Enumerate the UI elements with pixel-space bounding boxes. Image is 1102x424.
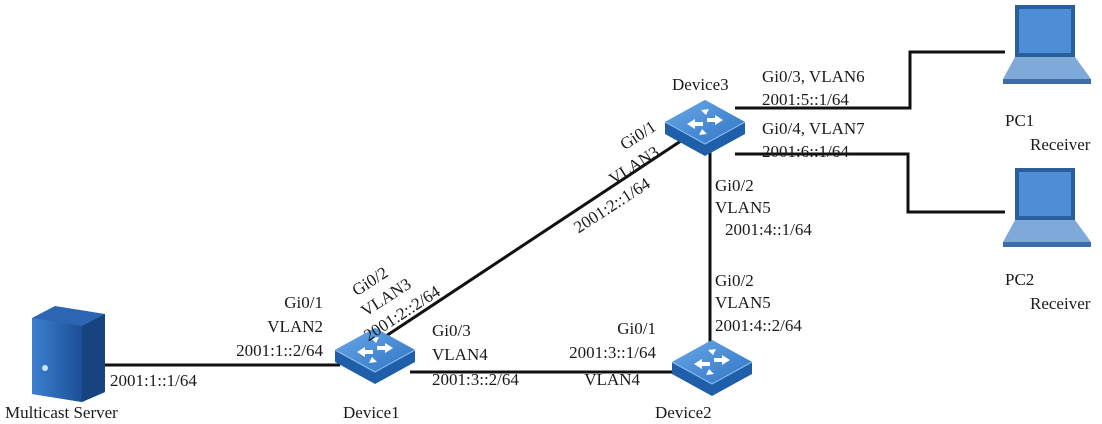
link-device3-pc1 [735, 50, 1005, 110]
pc1-laptop-icon [1003, 5, 1091, 84]
d1-server-port: Gi0/1 [284, 293, 323, 312]
pc2-laptop-icon [1003, 168, 1091, 247]
pc2-name: PC2 [1005, 270, 1034, 289]
device3-label: Device3 [672, 75, 729, 94]
device1-label: Device1 [343, 403, 400, 422]
link-device1-device3 [379, 123, 706, 342]
d3-pc2-ip: 2001:6::1/64 [762, 142, 849, 161]
d3-d2-ip: 2001:4::1/64 [725, 220, 812, 239]
d1-d2-vlan: VLAN4 [432, 345, 488, 364]
d2-d3-port: Gi0/2 [715, 271, 754, 290]
d2-d1-vlan: VLAN4 [584, 370, 640, 389]
pc1-role: Receiver [1030, 135, 1091, 154]
d3-d2-port: Gi0/2 [715, 176, 754, 195]
device2-label: Device2 [655, 403, 712, 422]
d3-pc1-port-vlan: Gi0/3, VLAN6 [762, 67, 865, 86]
d1-d2-port: Gi0/3 [432, 321, 471, 340]
server-label: Multicast Server [5, 403, 118, 422]
d1-server-ip: 2001:1::2/64 [236, 341, 323, 360]
server-icon [32, 306, 105, 402]
d3-pc1-ip: 2001:5::1/64 [762, 90, 849, 109]
d1-d2-ip: 2001:3::2/64 [432, 370, 519, 389]
d2-d3-vlan: VLAN5 [715, 293, 771, 312]
link-device3-pc2 [735, 152, 1005, 214]
d2-d3-ip: 2001:4::2/64 [715, 316, 802, 335]
d2-d1-ip: 2001:3::1/64 [569, 343, 656, 362]
device3-switch-icon [664, 99, 746, 157]
d2-d1-port: Gi0/1 [617, 319, 656, 338]
d1-server-vlan: VLAN2 [267, 317, 323, 336]
d3-pc2-port-vlan: Gi0/4, VLAN7 [762, 119, 865, 138]
device2-switch-icon [671, 339, 753, 397]
pc1-name: PC1 [1005, 111, 1034, 130]
server-ip: 2001:1::1/64 [110, 371, 197, 390]
d3-d2-vlan: VLAN5 [715, 198, 771, 217]
pc2-role: Receiver [1030, 294, 1091, 313]
